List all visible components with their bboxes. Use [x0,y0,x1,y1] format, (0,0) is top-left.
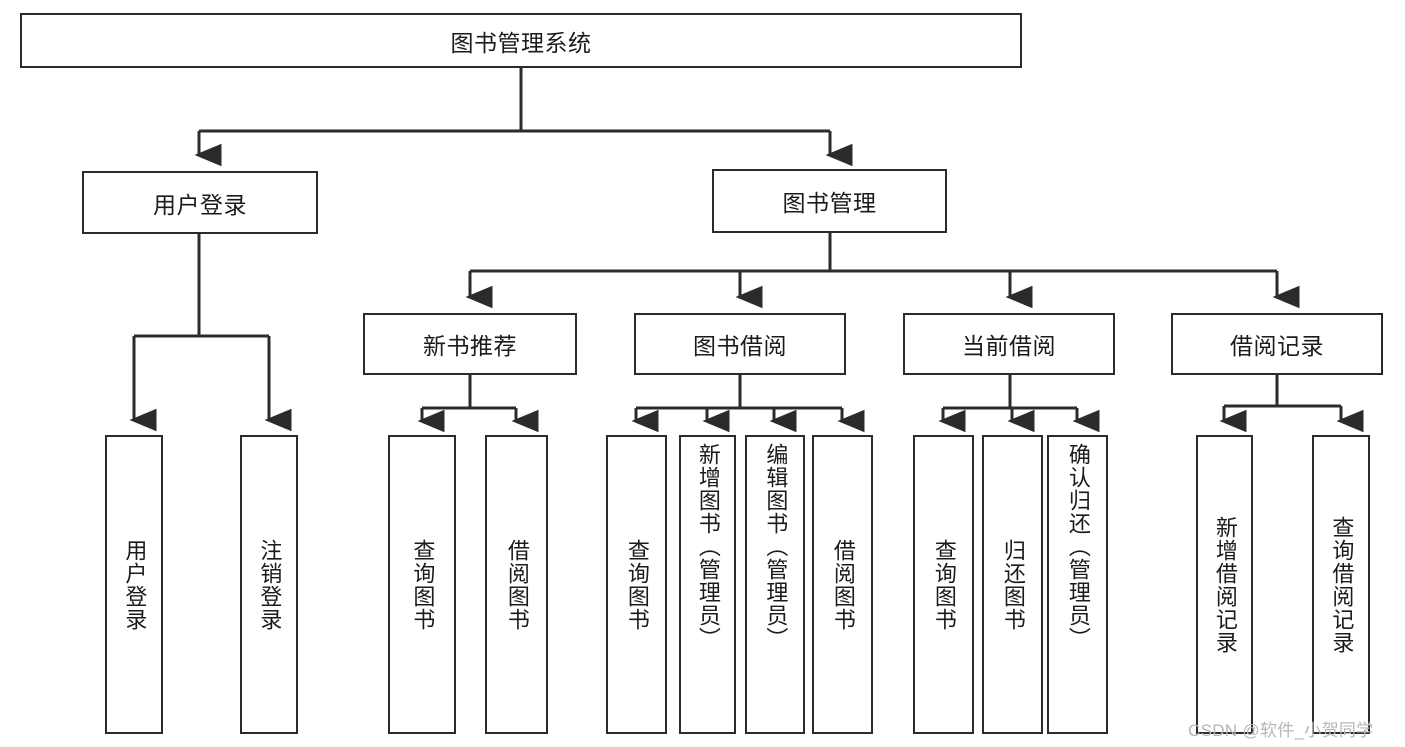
leaf-book-borrow-query[interactable]: 查询图书 [606,435,667,734]
leaf-book-borrow-add[interactable]: 新增图书（管理员） [679,435,736,734]
leaf-label: 查询图书 [624,538,650,631]
node-user-login[interactable]: 用户登录 [82,171,318,234]
csdn-watermark: CSDN @软件_小贺同学 [1188,721,1374,740]
leaf-new-book-borrow[interactable]: 借阅图书 [485,435,548,734]
node-user-login-label: 用户登录 [153,191,247,218]
leaf-current-borrow-return[interactable]: 归还图书 [982,435,1043,734]
node-root-label: 图书管理系统 [450,29,592,56]
leaf-label: 确认归还（管理员） [1065,443,1091,650]
leaf-label: 编辑图书（管理员） [763,443,789,650]
leaf-new-book-query[interactable]: 查询图书 [388,435,456,734]
leaf-label: 注销登录 [257,538,283,631]
leaf-user-login-logout[interactable]: 注销登录 [240,435,298,734]
node-book-management[interactable]: 图书管理 [712,169,947,233]
node-book-management-label: 图书管理 [782,190,877,216]
leaf-user-login-login[interactable]: 用户登录 [105,435,163,734]
leaf-label: 借阅图书 [504,538,530,631]
leaf-current-borrow-confirm-return[interactable]: 确认归还（管理员） [1047,435,1108,734]
leaf-label: 新增图书（管理员） [695,443,721,650]
leaf-borrow-record-query[interactable]: 查询借阅记录 [1312,435,1370,734]
leaf-label: 用户登录 [122,538,148,631]
node-borrow-record[interactable]: 借阅记录 [1171,313,1383,375]
node-borrow-record-label: 借阅记录 [1230,333,1324,359]
leaf-label: 查询图书 [410,538,436,631]
node-new-book-recommend-label: 新书推荐 [423,333,517,359]
leaf-borrow-record-add[interactable]: 新增借阅记录 [1196,435,1253,734]
leaf-book-borrow-borrow[interactable]: 借阅图书 [812,435,873,734]
node-book-borrow[interactable]: 图书借阅 [634,313,846,375]
leaf-label: 查询图书 [931,538,957,631]
leaf-label: 借阅图书 [830,538,856,631]
leaf-label: 归还图书 [1000,538,1026,631]
node-book-borrow-label: 图书借阅 [693,333,787,359]
leaf-book-borrow-edit[interactable]: 编辑图书（管理员） [745,435,805,734]
node-new-book-recommend[interactable]: 新书推荐 [363,313,577,375]
leaf-current-borrow-query[interactable]: 查询图书 [913,435,974,734]
node-current-borrow[interactable]: 当前借阅 [903,313,1115,375]
node-current-borrow-label: 当前借阅 [962,333,1056,359]
node-root[interactable]: 图书管理系统 [20,13,1022,68]
leaf-label: 查询借阅记录 [1329,515,1355,654]
leaf-label: 新增借阅记录 [1212,515,1238,654]
